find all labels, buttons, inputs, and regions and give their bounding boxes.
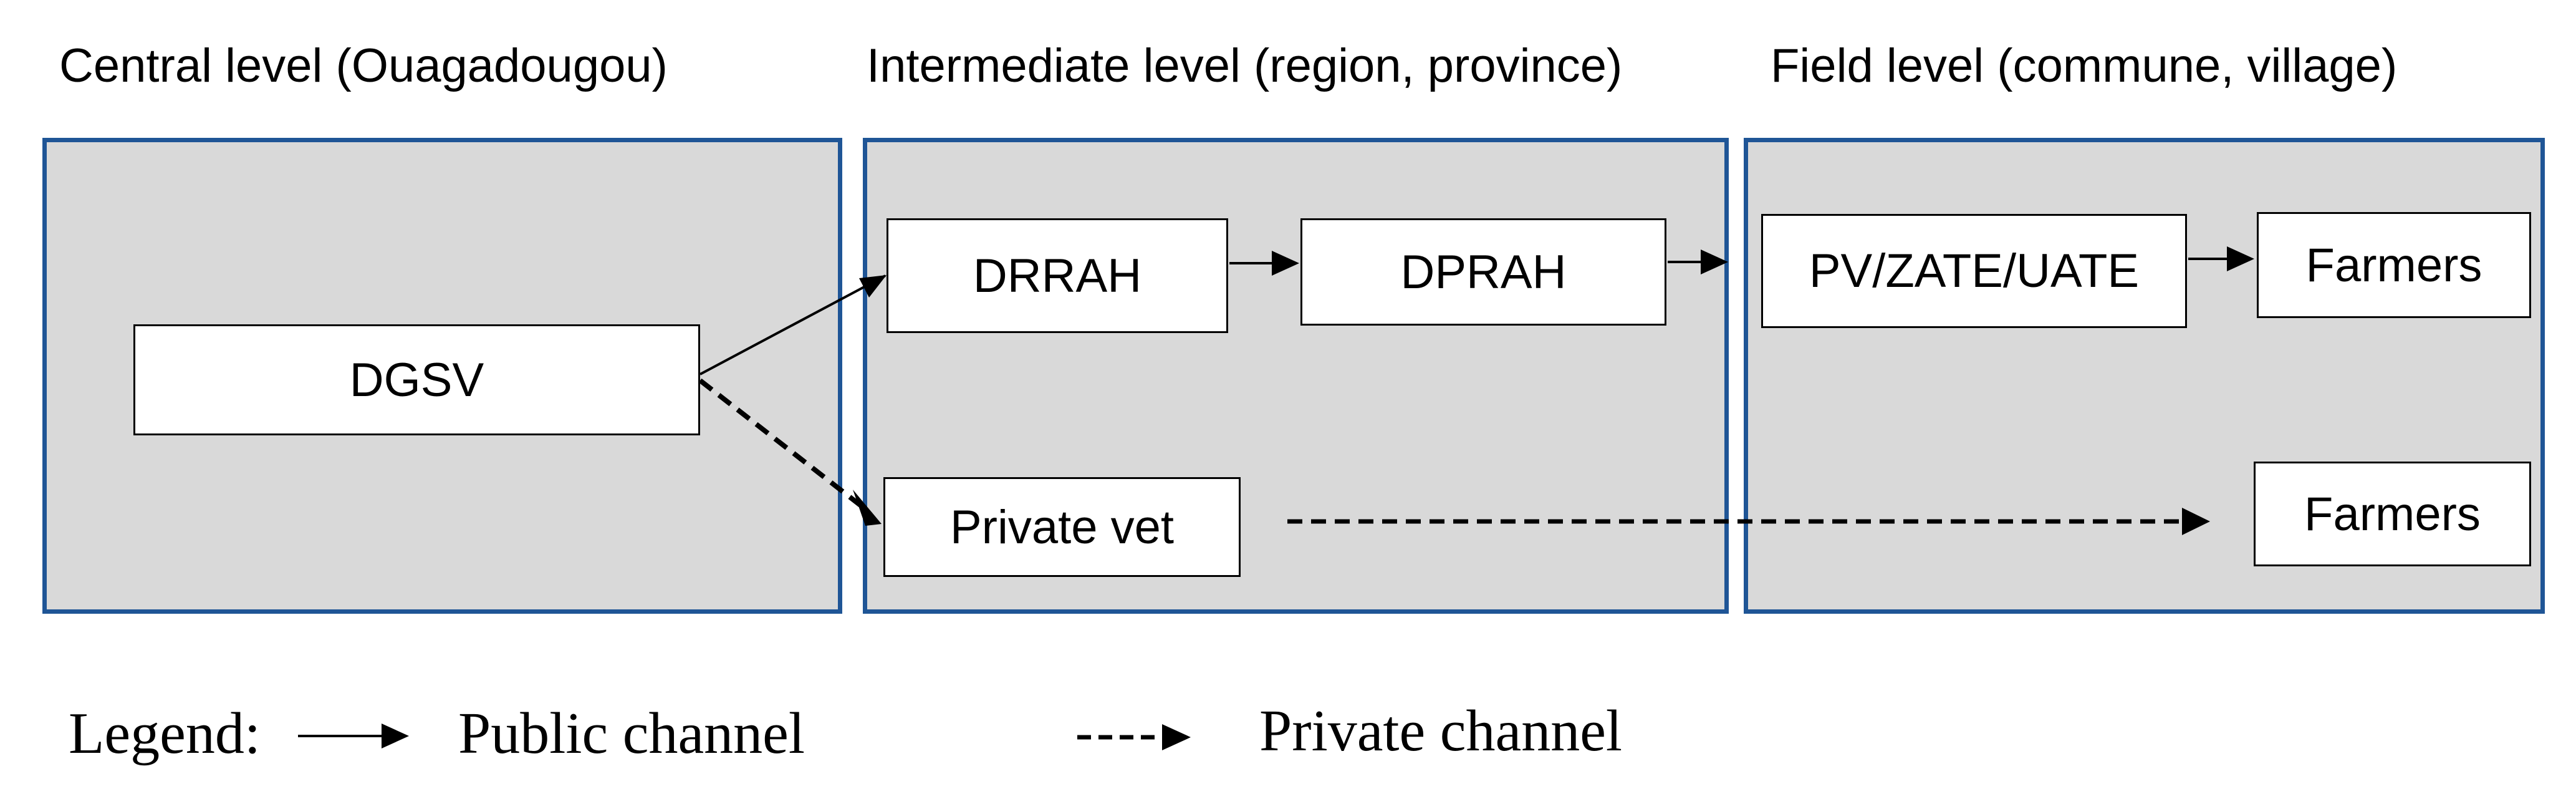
- pv-zate-uate-node: PV/ZATE/UATE: [1761, 214, 2187, 328]
- private-vet-label: Private vet: [949, 500, 1175, 554]
- farmers-private-node: Farmers: [2254, 462, 2531, 566]
- drrah-label: DRRAH: [973, 249, 1142, 303]
- legend-label: Legend:: [69, 701, 261, 766]
- pv-zate-uate-label: PV/ZATE/UATE: [1809, 244, 2140, 298]
- farmers-private-label: Farmers: [2304, 487, 2481, 541]
- drrah-node: DRRAH: [887, 218, 1228, 333]
- intermediate-level-title: Intermediate level (region, province): [867, 39, 1623, 92]
- central-level-title: Central level (Ouagadougou): [59, 39, 668, 92]
- legend-public-text: Public channel: [458, 701, 805, 766]
- field-level-title: Field level (commune, village): [1771, 39, 2398, 92]
- dgsv-node: DGSV: [133, 324, 700, 435]
- dprah-node: DPRAH: [1300, 218, 1666, 326]
- dgsv-label: DGSV: [349, 353, 484, 407]
- dprah-label: DPRAH: [1400, 245, 1567, 299]
- private-vet-node: Private vet: [883, 477, 1241, 577]
- legend-public-arrowhead: [382, 724, 409, 748]
- legend-private-text: Private channel: [1259, 699, 1623, 763]
- legend-private-arrowhead: [1162, 724, 1191, 750]
- farmers-public-node: Farmers: [2257, 212, 2531, 318]
- farmers-public-label: Farmers: [2305, 238, 2482, 292]
